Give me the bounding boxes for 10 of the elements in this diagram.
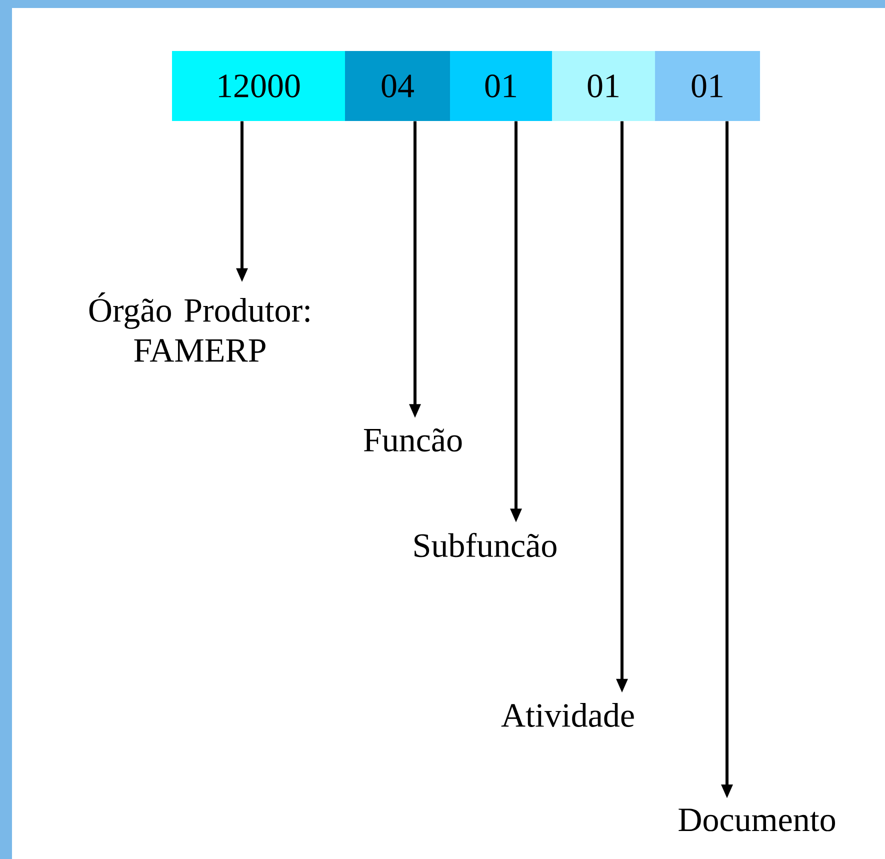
- code-segment-box: 12000: [172, 50, 345, 121]
- code-segment-box: 01: [450, 50, 552, 121]
- field-label: Atividade: [501, 703, 634, 727]
- code-segment-box: 04: [345, 50, 450, 121]
- code-segment-box: 01: [655, 50, 760, 121]
- code-segment-box: 01: [552, 50, 655, 121]
- field-label: Documento: [678, 808, 836, 832]
- field-label: Órgão Produtor: FAMERP: [89, 292, 310, 362]
- field-label: Funcão: [364, 428, 462, 452]
- field-label: Subfuncão: [414, 532, 556, 558]
